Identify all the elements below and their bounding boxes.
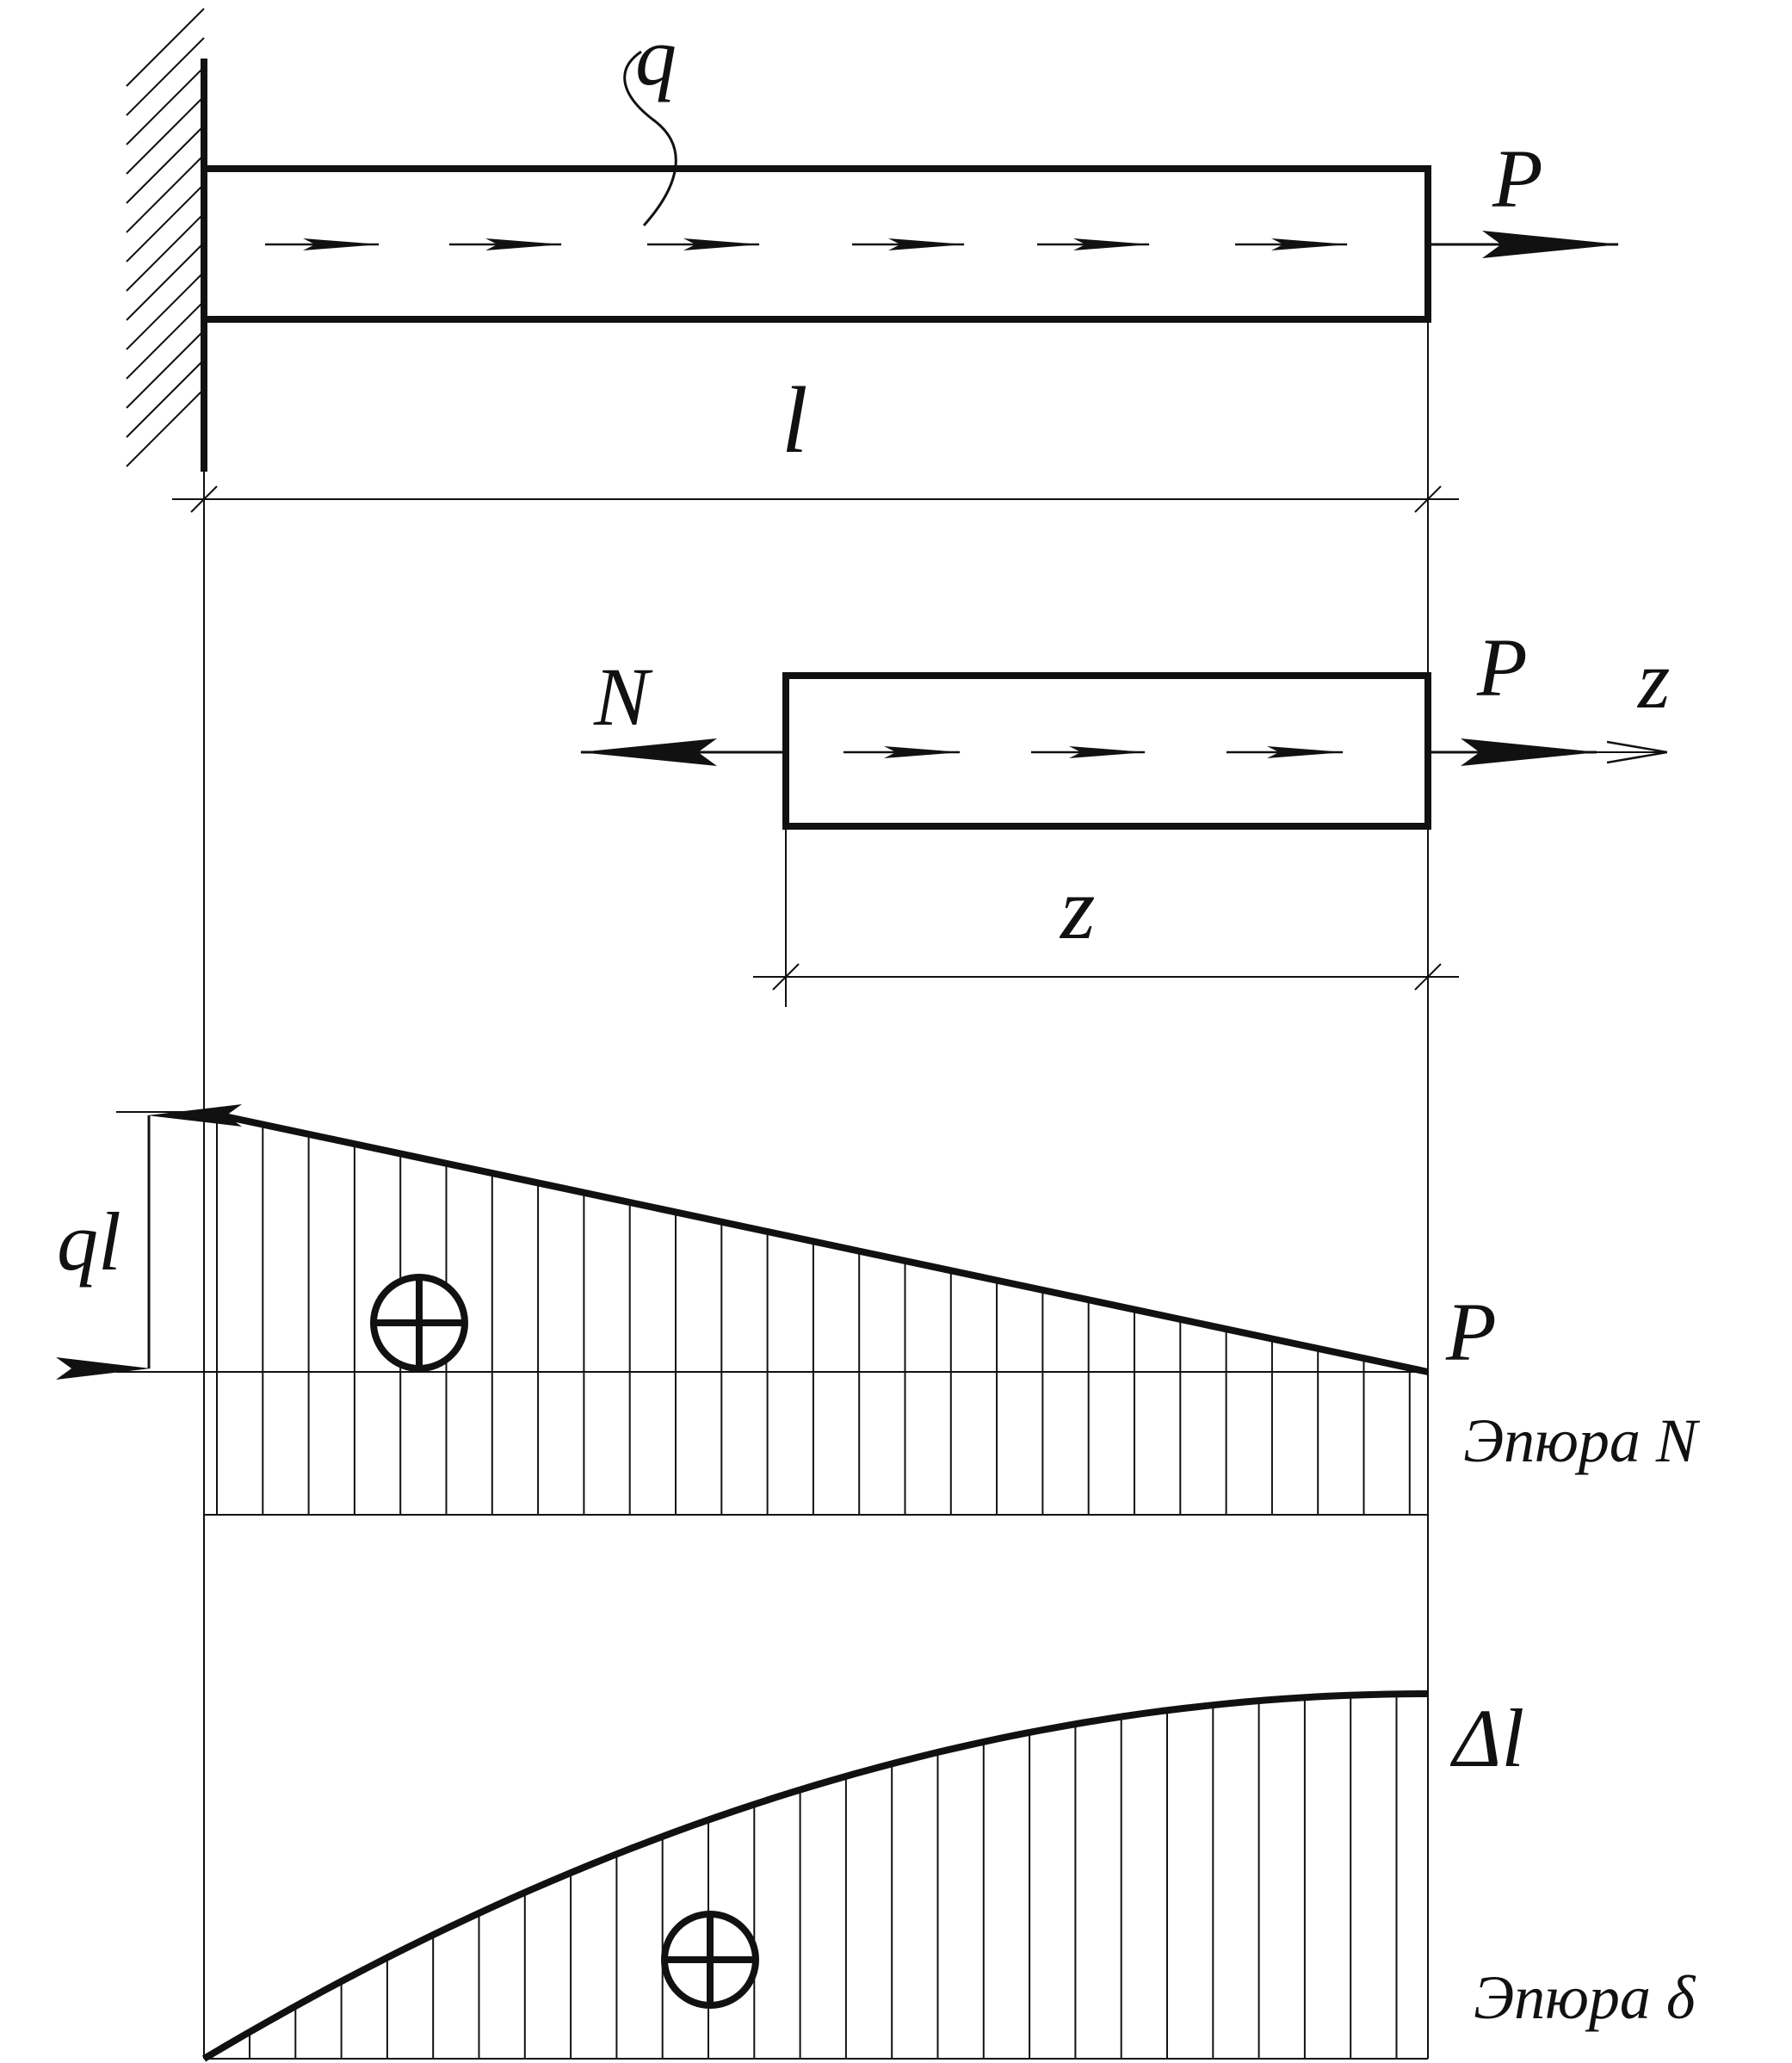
hatch-line	[126, 125, 205, 204]
caption-epure-n: Эпюра N	[1463, 1406, 1701, 1475]
cut-section: N P z z	[579, 621, 1670, 1007]
epure-n-slope-line	[203, 1109, 1429, 1375]
hatch-line	[126, 388, 205, 467]
main-bar: q P	[201, 10, 1620, 323]
caption-epure-delta: Эпюра δ	[1474, 1963, 1696, 2032]
section-outline	[782, 672, 1431, 830]
fixed-wall	[126, 8, 207, 472]
label-z-dim: z	[1059, 859, 1095, 958]
circled-plus-icon	[370, 1274, 468, 1372]
hatch-line	[126, 37, 205, 116]
hatch-line	[126, 242, 205, 321]
epure-delta-hatching	[249, 1694, 1398, 2059]
epure-delta: Δl Эпюра δ	[201, 1690, 1696, 2062]
label-delta-l: Δl	[1449, 1692, 1524, 1784]
hatch-line	[126, 271, 205, 350]
label-p-mid: P	[1476, 621, 1528, 713]
tick-left-l	[190, 485, 218, 513]
epure-n: ql P Эпюра N	[56, 1104, 1701, 1516]
hatch-line	[126, 154, 205, 233]
label-p-top: P	[1492, 133, 1543, 225]
wall-hatching	[126, 8, 205, 467]
hatch-line	[126, 8, 205, 87]
hatch-line	[126, 66, 205, 145]
hatch-line	[126, 330, 205, 409]
label-l: l	[782, 368, 808, 473]
epure-n-hatching	[216, 1115, 1411, 1515]
label-z-axis: z	[1636, 633, 1670, 726]
label-ql: ql	[57, 1195, 121, 1288]
dimension-l: l	[172, 319, 1459, 2059]
tick-right-z	[1414, 963, 1442, 991]
hatch-line	[126, 300, 205, 380]
hatch-line	[126, 96, 205, 175]
label-n: N	[593, 651, 653, 743]
epure-delta-curve	[201, 1690, 1429, 2062]
hatch-line	[126, 183, 205, 263]
label-q: q	[635, 10, 677, 102]
tick-right-l	[1414, 485, 1442, 513]
circled-plus-icon	[661, 1911, 759, 2009]
hatch-line	[126, 213, 205, 292]
label-p-diagram: P	[1445, 1286, 1497, 1378]
hatch-line	[126, 359, 205, 438]
q-leader-line	[623, 50, 677, 226]
tick-left-z	[772, 963, 800, 991]
